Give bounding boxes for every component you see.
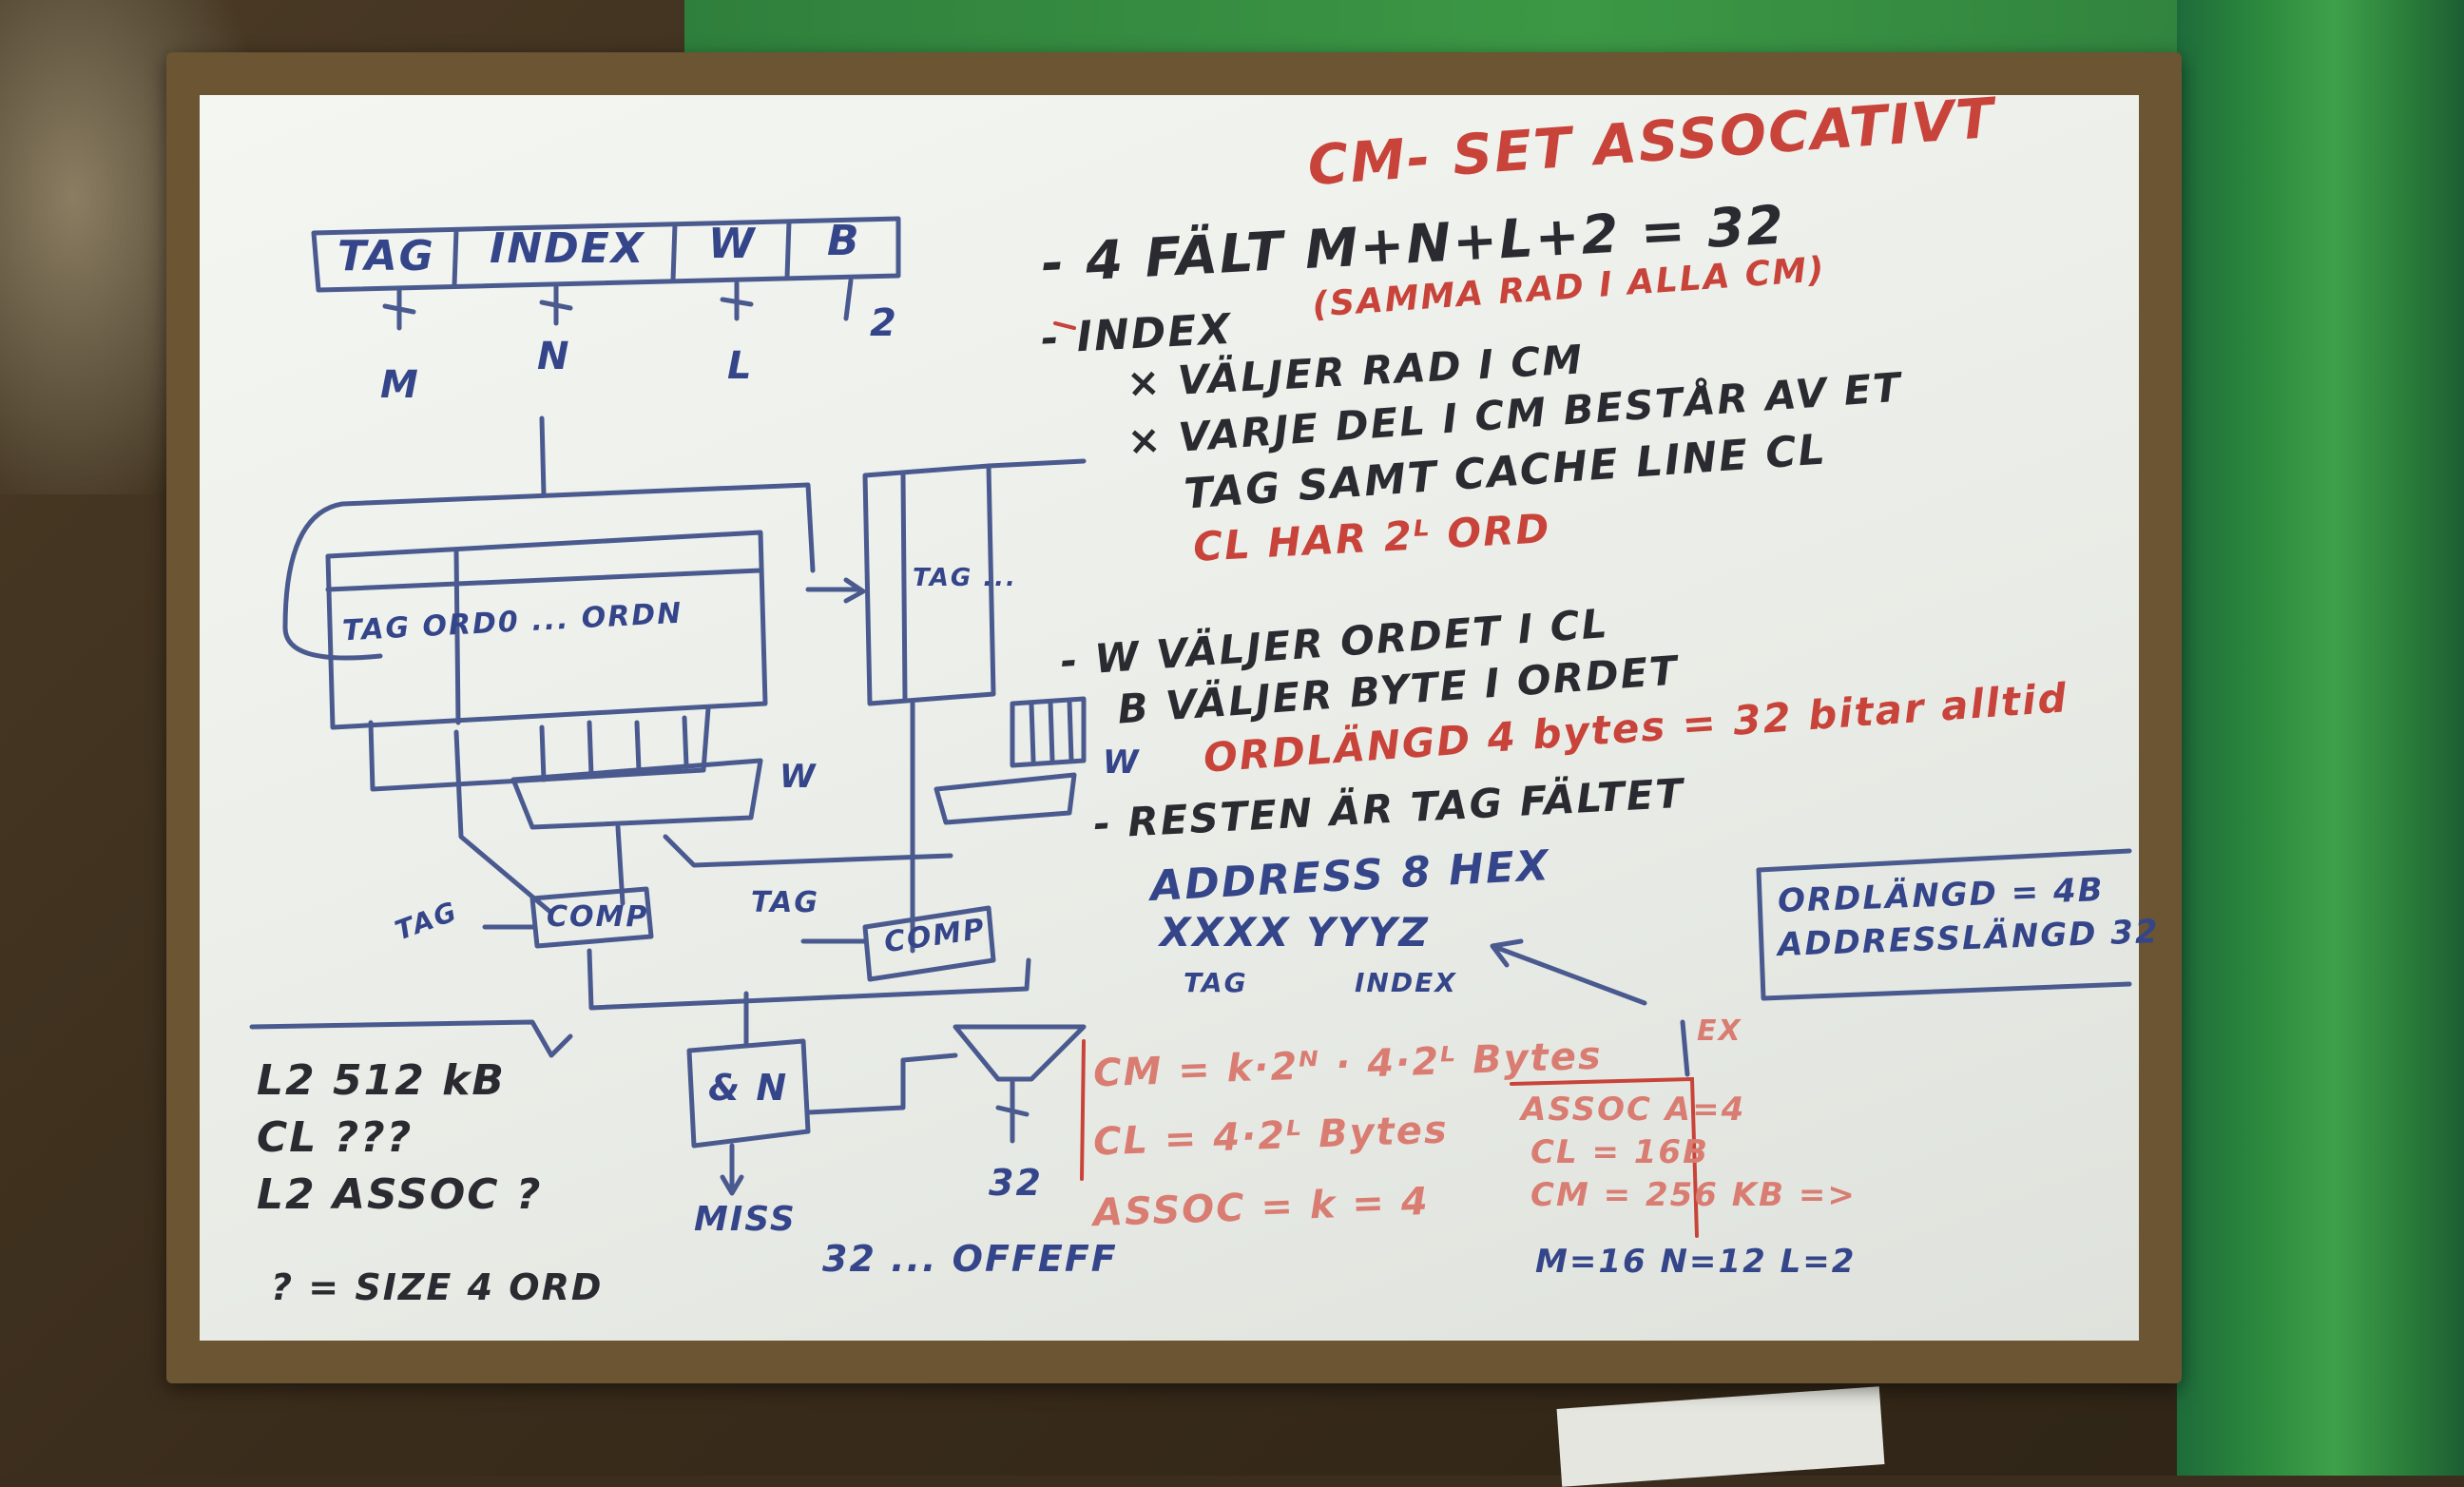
field-index: INDEX	[490, 224, 645, 273]
field-tag: TAG	[337, 232, 435, 280]
grass-right	[2177, 0, 2464, 1476]
label-miss: MISS	[694, 1200, 797, 1239]
formula-mnl: M=16 N=12 L=2	[1535, 1243, 1857, 1281]
width-l: L	[727, 344, 754, 388]
address-bar	[311, 216, 901, 293]
l2-assoc: L2 ASSOC ?	[257, 1170, 543, 1219]
formula-assoc: ASSOC = k = 4	[1092, 1179, 1431, 1236]
label-and: & N	[708, 1067, 789, 1109]
note-addr-xy: XXXX YYYZ	[1160, 909, 1430, 956]
width-2: 2	[870, 301, 898, 345]
label-w-mux: W	[780, 758, 818, 796]
l2-cl: CL ???	[257, 1113, 414, 1162]
l2-hint: ? = SIZE 4 ORD	[271, 1266, 604, 1308]
label-offset: 32 ... OFFEFF	[822, 1238, 1118, 1280]
label-bus: 32	[989, 1162, 1043, 1204]
label-w-mux2: W	[1103, 744, 1141, 782]
width-n: N	[537, 335, 571, 378]
formula-cm-val: CM = 256 KB =>	[1530, 1176, 1857, 1214]
label-tag-col: TAG ...	[913, 564, 1017, 592]
grass-top	[684, 0, 2464, 52]
field-w: W	[708, 220, 757, 268]
formula-assoc-val: ASSOC A=4	[1521, 1091, 1746, 1129]
label-tag-mid: TAG	[751, 886, 819, 919]
formula-cl-val: CL = 16B	[1530, 1133, 1710, 1171]
l2-size: L2 512 kB	[257, 1056, 506, 1105]
note-addr-tag: TAG	[1184, 967, 1248, 998]
note-addr-index: INDEX	[1355, 967, 1457, 998]
width-m: M	[380, 363, 420, 407]
label-comp-1: COMP	[547, 900, 649, 934]
formula-ex: EX	[1697, 1014, 1742, 1048]
note-index-head: - INDEX	[1039, 304, 1234, 364]
field-b: B	[827, 217, 861, 265]
